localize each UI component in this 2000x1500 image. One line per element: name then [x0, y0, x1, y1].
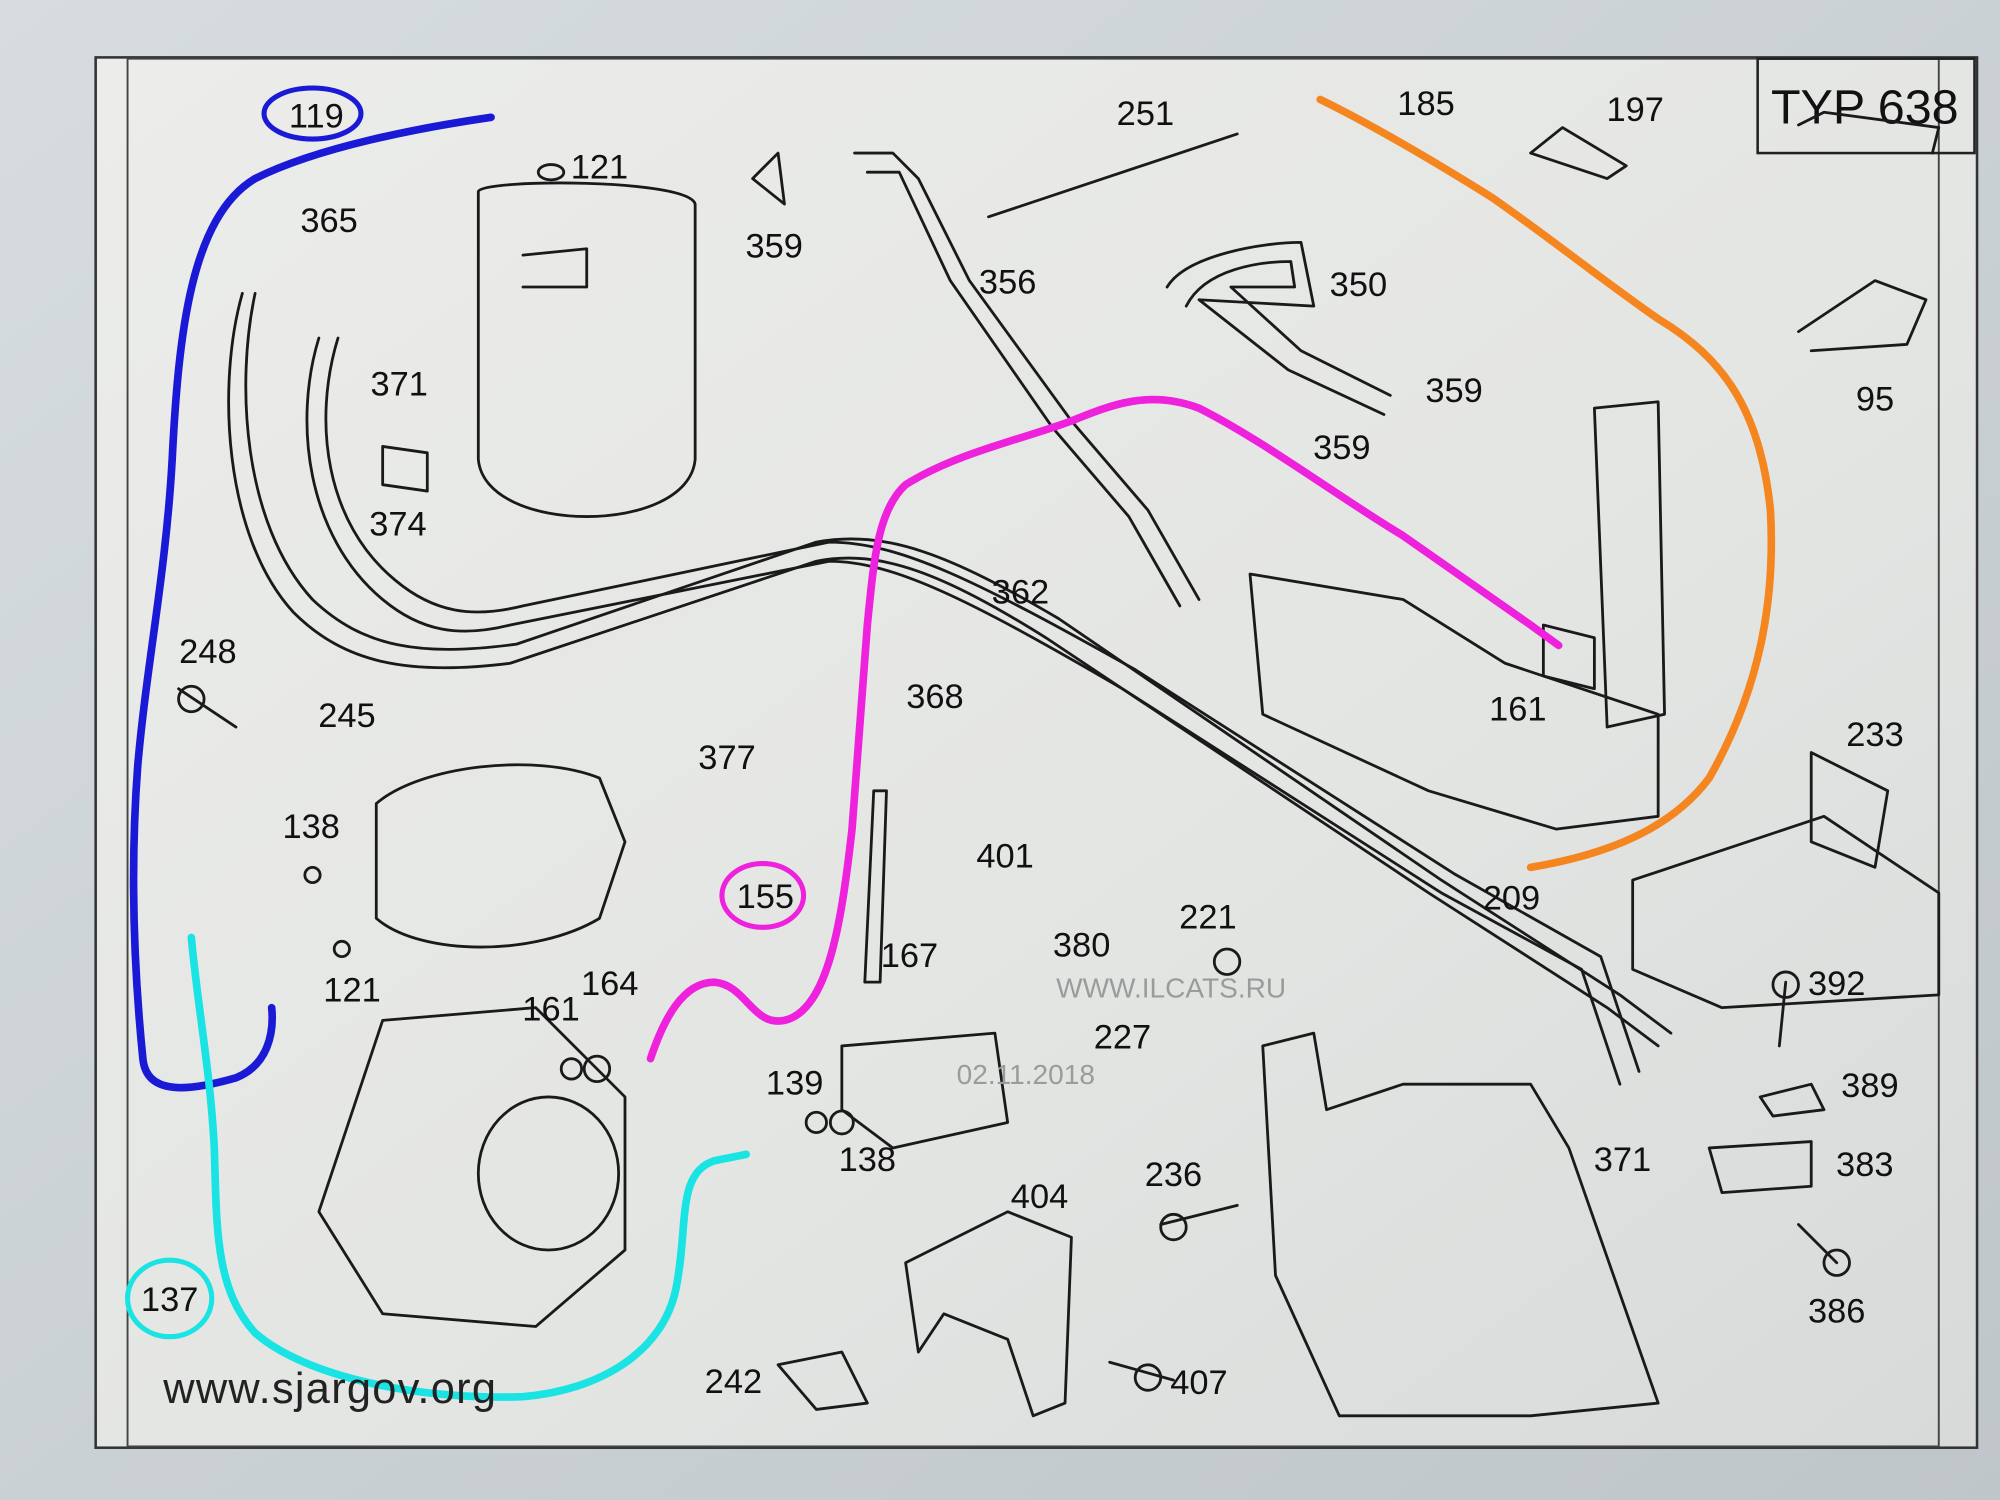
circle-137	[125, 1257, 215, 1340]
circle-155	[719, 860, 807, 930]
part-label-227: 227	[1094, 1018, 1151, 1056]
part-label-236: 236	[1145, 1156, 1202, 1194]
part-label-242: 242	[705, 1363, 762, 1401]
part-label-362: 362	[992, 573, 1049, 611]
part-label-401: 401	[976, 837, 1033, 875]
part-label-138: 138	[839, 1141, 896, 1179]
watermark-date: 02.11.2018	[957, 1059, 1095, 1090]
part-label-233: 233	[1846, 716, 1903, 754]
circle-119	[261, 85, 364, 142]
part-label-359: 359	[746, 228, 803, 266]
line-137-cyan	[187, 933, 750, 1401]
part-label-251: 251	[1117, 95, 1174, 133]
part-label-121: 121	[571, 149, 628, 187]
part-label-167: 167	[881, 937, 938, 975]
line-art	[177, 110, 1941, 1418]
part-label-407: 407	[1170, 1364, 1227, 1402]
part-label-389: 389	[1841, 1067, 1898, 1105]
line-119-blue	[129, 113, 495, 1092]
part-label-95: 95	[1856, 381, 1894, 419]
watermarks: WWW.ILCATS.RU 02.11.2018 www.sjargov.org	[162, 972, 1286, 1413]
part-labels: 119 121 365 359 371 374 251 185 197 356 350 359 359 9…	[141, 85, 1904, 1402]
part-label-356: 356	[979, 263, 1036, 301]
part-label-371: 371	[1594, 1141, 1651, 1179]
part-label-221: 221	[1179, 899, 1236, 937]
part-label-248: 248	[179, 633, 236, 671]
part-label-359: 359	[1313, 429, 1370, 467]
watermark-site: WWW.ILCATS.RU	[1056, 972, 1286, 1003]
part-label-197: 197	[1606, 91, 1663, 129]
part-label-164: 164	[581, 965, 638, 1003]
part-label-137: 137	[141, 1281, 198, 1319]
part-label-359: 359	[1425, 372, 1482, 410]
part-label-245: 245	[318, 697, 375, 735]
part-label-161: 161	[1489, 691, 1546, 729]
part-label-161: 161	[522, 990, 579, 1028]
part-label-392: 392	[1808, 965, 1865, 1003]
watermark-url: www.sjargov.org	[162, 1365, 497, 1413]
part-label-383: 383	[1836, 1146, 1893, 1184]
part-label-374: 374	[369, 506, 426, 544]
part-label-209: 209	[1483, 879, 1540, 917]
part-label-350: 350	[1330, 266, 1387, 304]
part-label-185: 185	[1397, 85, 1454, 123]
diagram-frame	[126, 57, 1940, 1448]
part-label-365: 365	[300, 202, 357, 240]
part-label-119: 119	[289, 98, 344, 136]
part-label-139: 139	[766, 1064, 823, 1102]
diagram-sheet	[94, 56, 1979, 1449]
part-label-138: 138	[283, 808, 340, 846]
part-label-368: 368	[906, 678, 963, 716]
highlighted-lines	[125, 85, 1776, 1401]
part-label-371: 371	[371, 365, 428, 403]
part-label-380: 380	[1053, 927, 1110, 965]
line-185-orange	[1316, 95, 1776, 872]
part-label-386: 386	[1808, 1293, 1865, 1331]
line-155-magenta	[646, 395, 1563, 1063]
part-label-155: 155	[737, 878, 794, 916]
part-label-121: 121	[323, 971, 380, 1009]
part-label-377: 377	[698, 739, 755, 777]
part-label-404: 404	[1011, 1178, 1068, 1216]
